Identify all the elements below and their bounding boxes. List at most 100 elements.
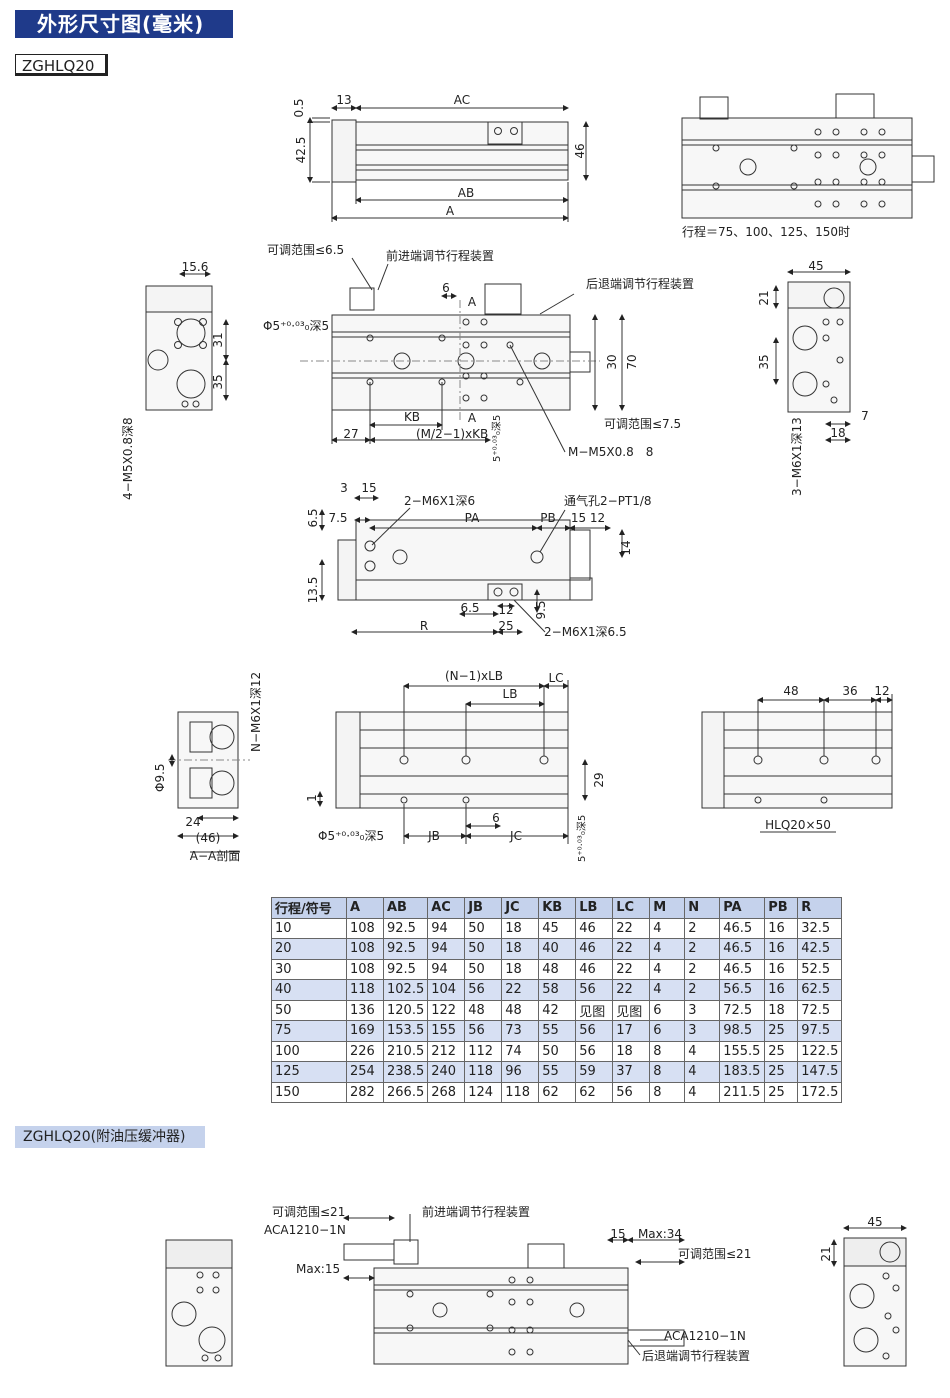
table-cell: 46.5 — [719, 938, 766, 960]
dim-0-5: 0.5 — [292, 98, 306, 117]
section-buffer-title: ZGHLQ20(附油压缓冲器) — [15, 1126, 205, 1148]
table-cell: 40 — [538, 938, 577, 960]
table-cell: 56 — [575, 1020, 614, 1042]
table-cell: 22 — [612, 917, 651, 939]
table-cell: 3 — [684, 999, 721, 1021]
table-cell: 45 — [538, 917, 577, 939]
table-cell: 55 — [538, 1061, 577, 1083]
buf-max15: Max:15 — [296, 1262, 340, 1276]
table-cell: 62 — [538, 1081, 577, 1103]
dim-n-lb: (N−1)xLB — [445, 669, 503, 683]
table-cell: 25 — [764, 1020, 799, 1042]
header-cell: LC — [612, 897, 651, 919]
buf-adj-range-left: 可调范围≤21 — [272, 1205, 345, 1219]
header-cell: 行程/符号 — [271, 897, 347, 919]
table-cell: 112 — [464, 1040, 503, 1062]
dim-36: 36 — [842, 684, 857, 698]
table-cell: 42.5 — [797, 938, 843, 960]
dim-35-left: 35 — [211, 374, 225, 389]
dim-13-5: 13.5 — [306, 577, 320, 604]
dim-a: A — [446, 204, 455, 218]
table-cell: 48 — [538, 958, 577, 980]
table-cell: 22 — [612, 938, 651, 960]
model-label: ZGHLQ20 — [15, 54, 108, 76]
table-cell: 46.5 — [719, 917, 766, 939]
bottom-view-center — [317, 680, 588, 844]
table-cell: 108 — [346, 917, 384, 939]
table-cell: 120.5 — [382, 999, 429, 1021]
side-view-lower — [319, 495, 625, 635]
dim-r: R — [420, 619, 428, 633]
dim-42-5: 42.5 — [294, 137, 308, 164]
dim-12-low: 12 — [498, 603, 513, 617]
table-cell: 210.5 — [382, 1040, 429, 1062]
table-cell: 50 — [464, 938, 503, 960]
header-cell: JC — [501, 897, 540, 919]
table-cell: 22 — [612, 958, 651, 980]
table-cell: 56 — [612, 1081, 651, 1103]
table-cell: 25 — [764, 1081, 799, 1103]
header-cell: LB — [575, 897, 614, 919]
dim-jb: JB — [427, 829, 440, 843]
buf-dim-15: 15 — [610, 1227, 625, 1241]
table-cell: 4 — [684, 1061, 721, 1083]
buf-max34: Max:34 — [638, 1227, 682, 1241]
table-cell: 94 — [427, 958, 466, 980]
top-right-view — [681, 93, 935, 219]
table-cell: 6 — [649, 1020, 686, 1042]
table-cell: 74 — [501, 1040, 540, 1062]
table-cell: 211.5 — [719, 1081, 766, 1103]
dim-14: 14 — [619, 540, 633, 555]
buffer-plan-view — [343, 1214, 685, 1365]
table-cell: 18 — [764, 999, 799, 1021]
dim-pa: PA — [465, 511, 480, 525]
buf-rear-adjust: 后退端调节行程装置 — [642, 1348, 750, 1363]
table-cell: 155 — [427, 1020, 466, 1042]
table-cell: 124 — [464, 1081, 503, 1103]
table-cell: 118 — [346, 979, 384, 1001]
section-aa — [168, 711, 250, 853]
table-cell: 268 — [427, 1081, 466, 1103]
table-cell: 55 — [538, 1020, 577, 1042]
end-view-right — [773, 269, 851, 443]
table-cell: 2 — [684, 979, 721, 1001]
dim-6-bottom: 6 — [492, 811, 500, 825]
plan-view — [300, 257, 625, 453]
table-cell: 2 — [684, 958, 721, 980]
model-hlq20-50: HLQ20×50 — [765, 818, 831, 832]
buf-aca-right: ACA1210−1N — [664, 1329, 746, 1343]
table-cell: 72.5 — [719, 999, 766, 1021]
table-cell: 212 — [427, 1040, 466, 1062]
table-cell: 8 — [649, 1040, 686, 1062]
table-cell: 30 — [271, 958, 347, 980]
buf-dim-45: 45 — [867, 1215, 882, 1229]
table-cell: 16 — [764, 958, 799, 980]
table-cell: 56.5 — [719, 979, 766, 1001]
table-cell: 169 — [346, 1020, 384, 1042]
table-cell: 22 — [612, 979, 651, 1001]
rear-adjust-label: 后退端调节行程装置 — [586, 276, 694, 291]
table-cell: 56 — [464, 1020, 503, 1042]
m5-tap-spec: 4−M5X0.8深8 — [121, 417, 135, 500]
table-cell: 40 — [271, 979, 347, 1001]
table-cell: 94 — [427, 917, 466, 939]
dim-6-5-b: 6.5 — [460, 601, 479, 615]
table-cell: 16 — [764, 979, 799, 1001]
table-cell: 72.5 — [797, 999, 843, 1021]
dim-46: 46 — [573, 143, 587, 158]
table-cell: 104 — [427, 979, 466, 1001]
header-cell: PA — [719, 897, 766, 919]
table-cell: 56 — [575, 1040, 614, 1062]
table-cell: 4 — [649, 979, 686, 1001]
dim-lb: LB — [503, 687, 518, 701]
table-cell: 48 — [501, 999, 540, 1021]
dim-46-paren: (46) — [196, 831, 221, 845]
table-cell: 75 — [271, 1020, 347, 1042]
dim-ac: AC — [454, 93, 470, 107]
